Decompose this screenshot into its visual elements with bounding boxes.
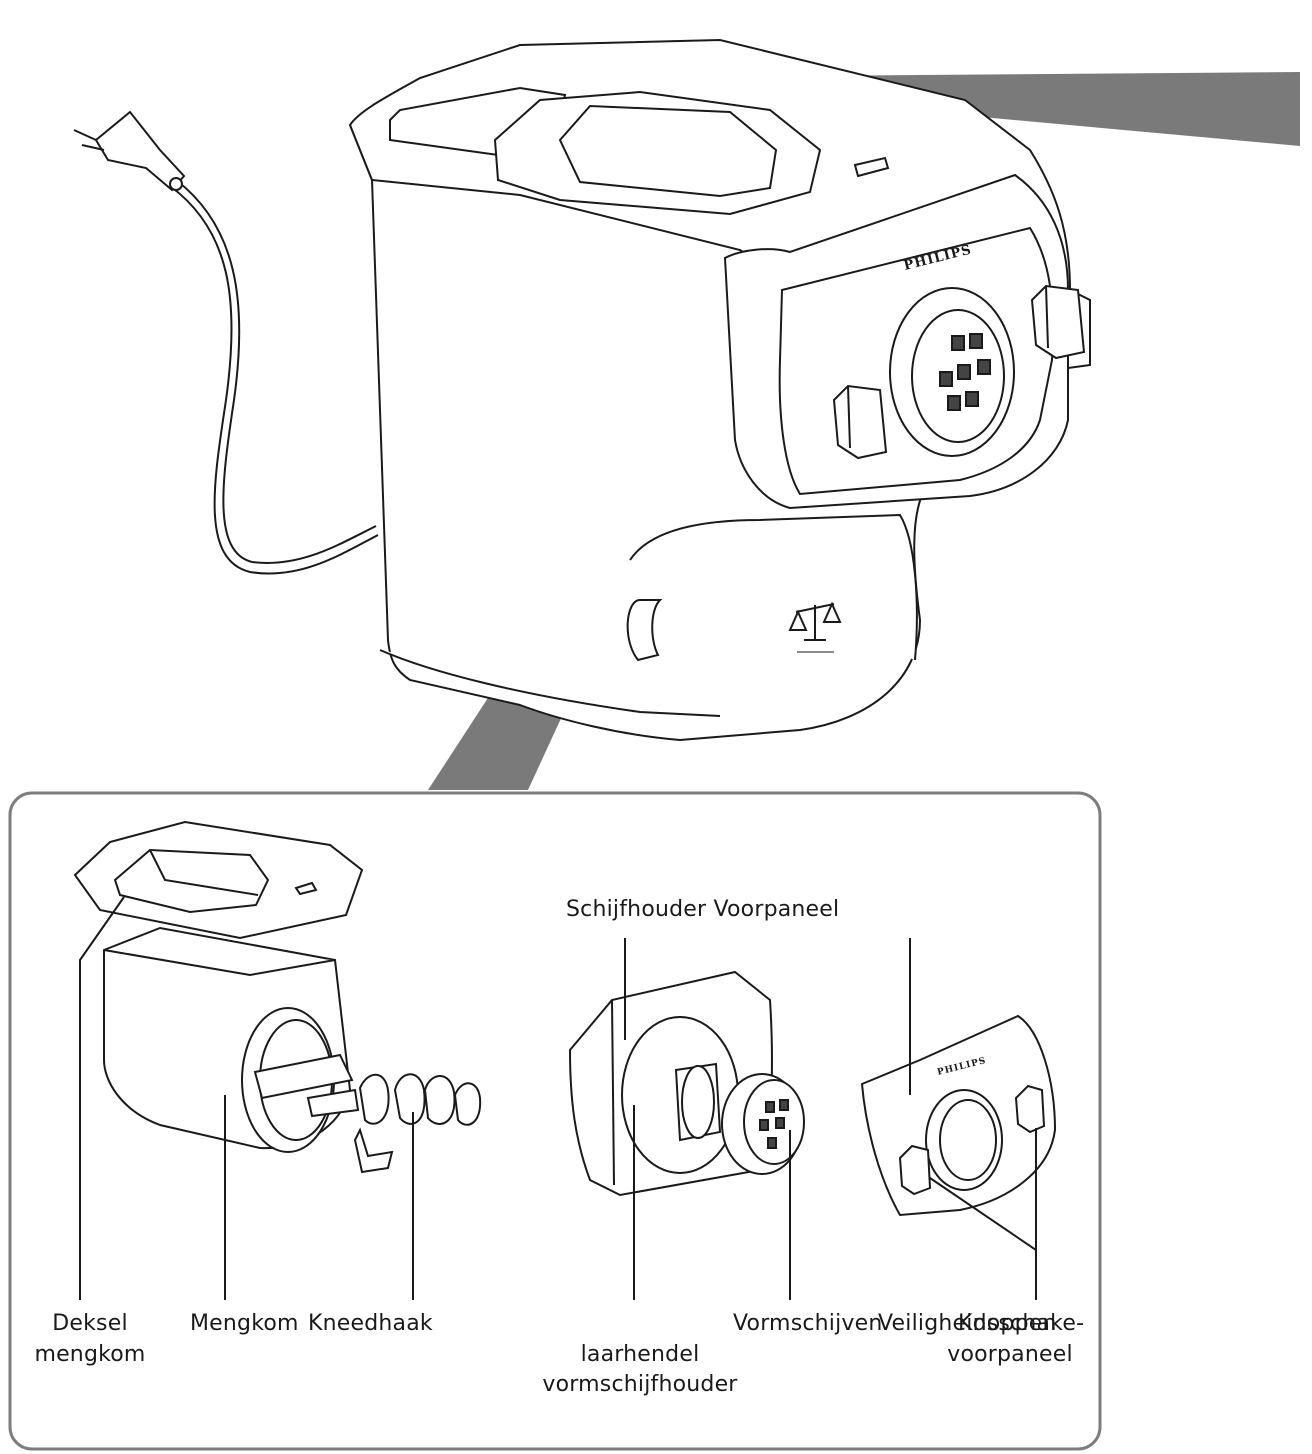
label-vormschijven: Vormschijven <box>733 1311 883 1336</box>
label-mengkom-lid: mengkom <box>34 1342 146 1367</box>
label-veiligheidsschake: Veiligheidsschake- <box>878 1311 1085 1336</box>
leader-deksel <box>79 896 125 1300</box>
label-knoppen: Knoppen <box>958 1311 1057 1336</box>
label-vormschijfhouder: vormschijfhouder <box>542 1372 738 1397</box>
label-kneedhaak: Kneedhaak <box>308 1311 433 1336</box>
front-disc <box>889 287 1015 457</box>
label-schijfhouder-voorpaneel: Schijfhouder Voorpaneel <box>566 897 840 922</box>
kneading-hook <box>253 1053 482 1174</box>
front-knob-right <box>1030 284 1086 360</box>
label-voorpaneel: voorpaneel <box>947 1342 1073 1367</box>
disc-holder <box>568 970 773 1197</box>
power-cord <box>169 179 379 575</box>
leader-knoppen <box>929 1128 1037 1300</box>
bowl-lid <box>73 820 364 940</box>
scale-icon <box>788 601 842 653</box>
shaping-disc <box>721 1073 805 1175</box>
label-laarhendel: laarhendel <box>580 1342 700 1367</box>
leader-lines <box>79 896 1037 1300</box>
label-deksel: Deksel <box>52 1311 128 1336</box>
front-knob-left <box>832 384 888 460</box>
power-plug-icon <box>73 110 186 192</box>
label-mengkom: Mengkom <box>190 1311 299 1336</box>
